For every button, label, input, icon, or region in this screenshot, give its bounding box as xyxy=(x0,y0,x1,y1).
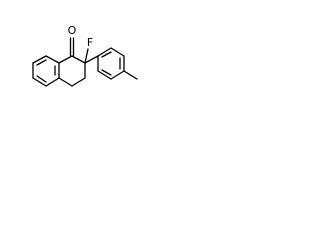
p-tolyl-group xyxy=(84,47,138,80)
bond-tol-double-1 xyxy=(101,51,112,58)
fluorine-atom-label: F xyxy=(87,36,93,49)
bond-c1-c2 xyxy=(71,55,86,64)
bond-ar3 xyxy=(45,77,60,87)
bond-tol2 xyxy=(110,47,125,57)
bond-tol-double-3 xyxy=(101,69,112,76)
bond-c8a-c1 xyxy=(58,55,73,64)
bond-ar1 xyxy=(45,55,60,64)
oxygen-atom-label: O xyxy=(68,24,77,37)
bond-tol1 xyxy=(97,47,112,57)
bond-ar-double-1 xyxy=(36,59,47,66)
carbonyl-group: O xyxy=(68,24,77,57)
bond-c2-f xyxy=(84,48,89,64)
bond-methyl xyxy=(123,70,138,80)
ketone-ring xyxy=(58,55,86,87)
chemical-structure-diagram: O F xyxy=(32,24,138,87)
bond-c3-c4 xyxy=(71,77,86,87)
bond-ar6 xyxy=(32,55,47,64)
fluorine-substituent: F xyxy=(84,36,93,64)
bond-c2-tolyl xyxy=(84,55,99,64)
bond-tol5 xyxy=(97,70,112,80)
bond-c4-c4a xyxy=(58,77,73,87)
bond-ar4 xyxy=(32,77,47,87)
bond-tol4 xyxy=(110,70,125,80)
benzene-ring xyxy=(32,55,60,87)
bond-ar-double-2 xyxy=(36,75,47,83)
